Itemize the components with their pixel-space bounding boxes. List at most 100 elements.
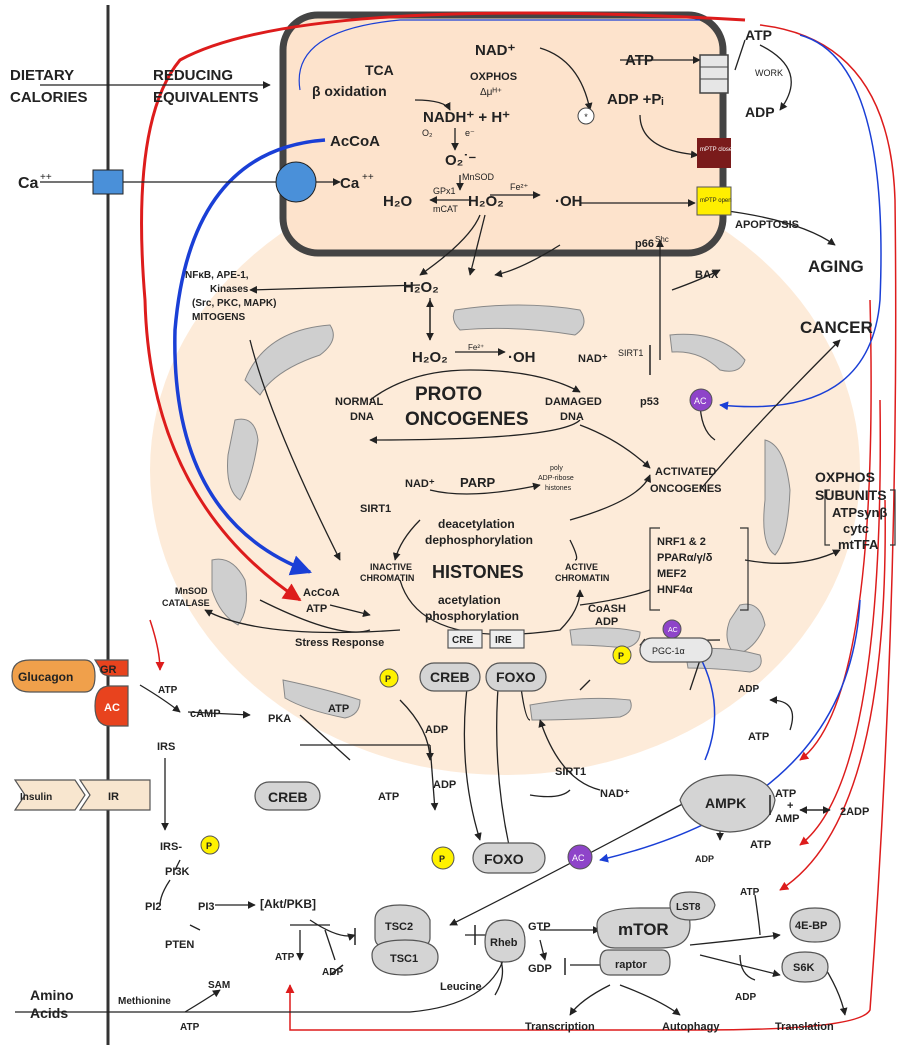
histones-small-label: histones xyxy=(545,485,572,492)
delta-mu-label: Δμᴴ⁺ xyxy=(480,87,502,98)
cre-label: CRE xyxy=(452,635,473,646)
ac-enzyme-label: AC xyxy=(104,702,120,714)
cancer-label: CANCER xyxy=(800,318,873,337)
irs-phospho-label: P xyxy=(206,841,212,851)
creb-phospho-label: P xyxy=(385,674,391,684)
nrf-label: NRF1 & 2 xyxy=(657,536,706,548)
adp-ribose-label: ADP-ribose xyxy=(538,475,574,482)
pka-label: PKA xyxy=(268,713,291,725)
deacetylation-label: deacetylation xyxy=(438,517,515,531)
ca-mito-charge: ++ xyxy=(362,172,374,183)
activated-label: ACTIVATED xyxy=(655,466,716,478)
hydroxyl-mito-label: ·OH xyxy=(555,193,583,210)
bax-label: BAX xyxy=(695,269,719,281)
gdp-label: GDP xyxy=(528,963,552,975)
pathway-arrows xyxy=(15,39,848,1016)
atp-pgc-label: ATP xyxy=(748,731,769,743)
ampk-label: AMPK xyxy=(705,795,746,811)
adp-pka-label: ADP xyxy=(425,724,448,736)
modification-markers xyxy=(200,388,713,870)
inactive-chromatin-label: CHROMATIN xyxy=(360,573,414,583)
nad-plus-label: NAD⁺ xyxy=(475,42,515,59)
irs-label: IRS xyxy=(157,741,175,753)
lst8-label: LST8 xyxy=(676,902,701,913)
oxphos-subunits-label: OXPHOS xyxy=(815,469,875,485)
gpx1-label: GPx1 xyxy=(433,186,456,196)
normal-dna-label-2: DNA xyxy=(350,411,374,423)
ppar-label: PPARα/γ/δ xyxy=(657,552,713,564)
ca-outside-label: Ca xyxy=(18,175,39,192)
oxphos-subunits-label-2: SUBUNITS xyxy=(815,487,887,503)
mito-calcium-uniporter xyxy=(275,161,317,203)
atp-pka-label: ATP xyxy=(328,703,349,715)
protein-shapes xyxy=(11,629,841,983)
coash-label: CoASH xyxy=(588,603,626,615)
adp-creb-label: ADP xyxy=(433,779,456,791)
accoa-nucleus-label: AcCoA xyxy=(303,587,340,599)
amino-label: Amino xyxy=(30,987,74,1003)
inhibition-bars xyxy=(329,345,771,976)
equivalents-label: EQUIVALENTS xyxy=(153,89,259,106)
adp-nucleus-label: ADP xyxy=(595,616,618,628)
active-chromatin-label: CHROMATIN xyxy=(555,573,609,583)
mptp-open-box xyxy=(696,186,732,216)
tsc1-label: TSC1 xyxy=(390,953,418,965)
sirt1-mid-label: SIRT1 xyxy=(360,503,391,515)
leucine-label: Leucine xyxy=(440,981,482,993)
pten-label: PTEN xyxy=(165,939,194,951)
atp-amp-label: ATP xyxy=(775,788,796,800)
beta-oxidation-label: β oxidation xyxy=(312,83,387,99)
ca-outside-charge: ++ xyxy=(40,172,52,183)
foxo-nucleus-label: FOXO xyxy=(496,669,536,685)
diagram-labels: DIETARY CALORIES REDUCING EQUIVALENTS Ca… xyxy=(10,27,887,1033)
two-adp-label: 2ADP xyxy=(840,806,869,818)
amp-label: AMP xyxy=(775,813,799,825)
pi3k-label: PI3K xyxy=(165,866,190,878)
parp-label: PARP xyxy=(460,475,495,490)
atp-ampk-label: ATP xyxy=(750,839,771,851)
creb-nucleus-label: CREB xyxy=(430,669,470,685)
mttfa-label: mtTFA xyxy=(838,537,879,552)
mitogens-label: MITOGENS xyxy=(192,312,245,323)
fe-small-label: Fe²⁺ xyxy=(510,182,529,192)
camp-label: cAMP xyxy=(190,708,221,720)
normal-dna-label: NORMAL xyxy=(335,396,384,408)
p66-label: p66 xyxy=(635,238,654,250)
mtor-label: mTOR xyxy=(618,920,669,939)
glucagon-label: Glucagon xyxy=(18,670,73,684)
nfkb-label: NFκB, APE-1, xyxy=(185,270,249,281)
complex-marker xyxy=(577,107,595,125)
transcription-label: Transcription xyxy=(525,1021,595,1033)
tca-label: TCA xyxy=(365,62,394,78)
p53-label: p53 xyxy=(640,396,659,408)
adp-pgc-label: ADP xyxy=(738,684,759,695)
catalase-label: CATALASE xyxy=(162,598,210,608)
acetylation-label: acetylation xyxy=(438,593,501,607)
damaged-dna-label-2: DNA xyxy=(560,411,584,423)
pgc1-acetyl-label: AC xyxy=(668,627,678,634)
insulin-label: Insulin xyxy=(20,792,52,803)
o2-small-label: O₂ xyxy=(422,128,433,138)
cytc-label: cytc xyxy=(843,521,869,536)
atp-tsc-label: ATP xyxy=(275,952,295,963)
atp-mtor-label: ATP xyxy=(740,887,760,898)
transcription-factor-bracket xyxy=(649,527,749,611)
sirt1-low-label: SIRT1 xyxy=(555,766,586,778)
atp-right-label: ATP xyxy=(745,27,772,43)
rheb-label: Rheb xyxy=(490,937,518,949)
dephosphorylation-label: dephosphorylation xyxy=(425,533,533,547)
foxo-acetyl-label: AC xyxy=(572,853,585,863)
mptp-closed-box xyxy=(697,138,731,168)
h2o2-cyto-label: H₂O₂ xyxy=(403,279,439,296)
nucleus-region xyxy=(150,165,860,775)
calories-label: CALORIES xyxy=(10,89,88,106)
adp-mtor-label: ADP xyxy=(735,992,756,1003)
mptp-open-label: mPTP open xyxy=(700,198,732,204)
gtp-label: GTP xyxy=(528,921,551,933)
hydroxyl-nucleus-label: ·OH xyxy=(508,349,536,366)
nad-parp-label: NAD⁺ xyxy=(405,478,435,490)
pgc1-label: PGC-1α xyxy=(652,646,685,656)
apoptosis-label: APOPTOSIS xyxy=(735,219,799,231)
methionine-label: Methionine xyxy=(118,996,171,1007)
